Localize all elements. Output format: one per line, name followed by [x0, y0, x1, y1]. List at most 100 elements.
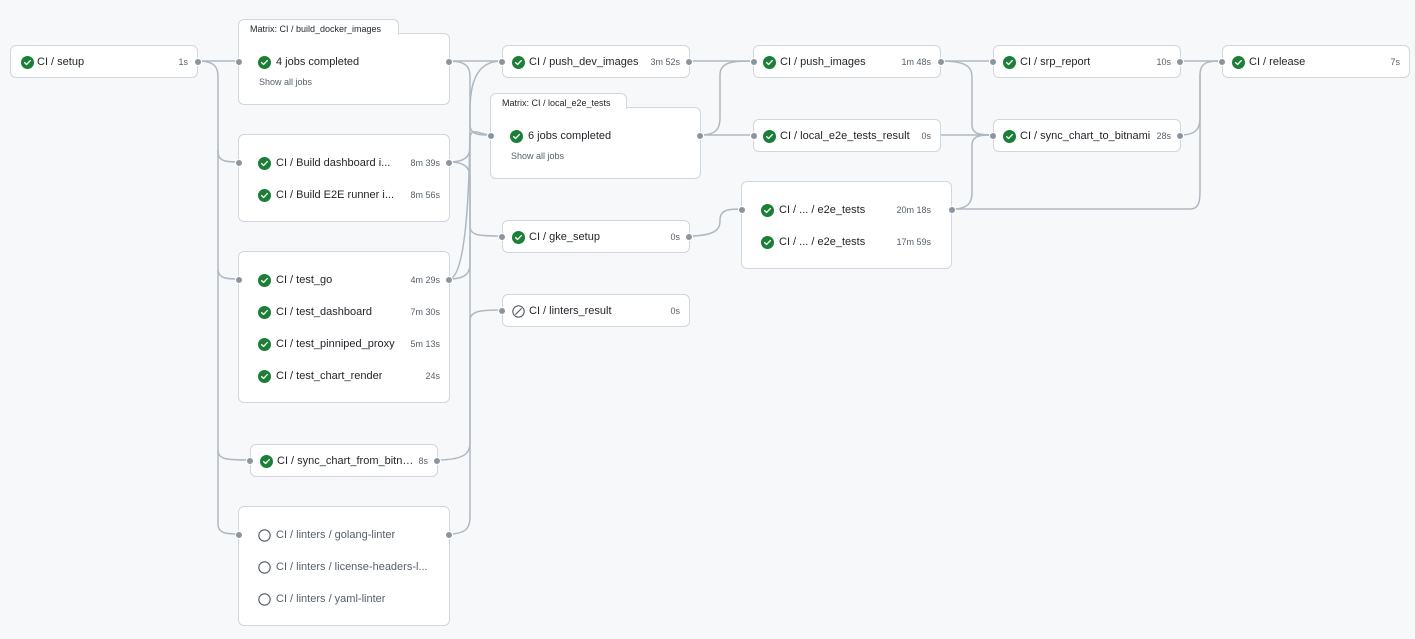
- job-duration: 1m 48s: [901, 57, 931, 67]
- group-linters: CI / linters / golang-linter CI / linter…: [238, 506, 450, 626]
- show-all-jobs-link[interactable]: Show all jobs: [511, 151, 565, 161]
- matrix-local-e2e-tests[interactable]: 6 jobs completed Show all jobs: [490, 107, 701, 179]
- check-circle-icon: [258, 55, 271, 69]
- job-test-dashboard[interactable]: CI / test_dashboard 7m 30s: [239, 302, 449, 322]
- check-circle-icon: [260, 454, 273, 468]
- connector-dot: [989, 132, 997, 140]
- connector-dot: [194, 58, 202, 66]
- connector-dot: [445, 159, 453, 167]
- matrix-summary: 6 jobs completed: [528, 130, 612, 142]
- check-circle-icon: [1003, 55, 1016, 69]
- job-name: CI / push_images: [780, 56, 866, 68]
- connector-dot: [750, 58, 758, 66]
- job-push-images[interactable]: CI / push_images 1m 48s: [753, 45, 941, 78]
- job-sync-chart-from-bitnami[interactable]: CI / sync_chart_from_bitna... 8s: [250, 444, 438, 477]
- job-release[interactable]: CI / release 7s: [1222, 45, 1410, 78]
- check-circle-icon: [258, 273, 271, 287]
- check-circle-icon: [1232, 55, 1245, 69]
- matrix-tab-build-docker-images: Matrix: CI / build_docker_images: [238, 19, 399, 35]
- job-name: CI / push_dev_images: [529, 56, 639, 68]
- connector-dot: [989, 58, 997, 66]
- job-name: CI / linters / yaml-linter: [276, 593, 386, 605]
- job-name: CI / srp_report: [1020, 56, 1091, 68]
- job-name: CI / Build E2E runner i...: [276, 189, 394, 201]
- job-linters-result[interactable]: CI / linters_result 0s: [502, 294, 690, 327]
- job-setup[interactable]: CI / setup 1s: [10, 45, 198, 78]
- job-duration: 24s: [425, 371, 440, 381]
- connector-dot: [750, 132, 758, 140]
- check-circle-icon: [763, 129, 776, 143]
- job-sync-chart-to-bitnami[interactable]: CI / sync_chart_to_bitnami 28s: [993, 119, 1181, 152]
- connector-dot: [1218, 58, 1226, 66]
- job-name: CI / ... / e2e_tests: [779, 236, 866, 248]
- job-duration: 17m 59s: [896, 237, 931, 247]
- job-gke-setup[interactable]: CI / gke_setup 0s: [502, 220, 690, 253]
- job-name: CI / test_pinniped_proxy: [276, 338, 395, 350]
- check-circle-icon: [763, 55, 776, 69]
- job-duration: 3m 52s: [650, 57, 680, 67]
- job-name: CI / test_go: [276, 274, 333, 286]
- connector-dot: [937, 58, 945, 66]
- check-circle-icon: [761, 203, 774, 217]
- group-tests: CI / test_go 4m 29s CI / test_dashboard …: [238, 251, 450, 403]
- connector-dot: [498, 58, 506, 66]
- job-duration: 8s: [418, 456, 428, 466]
- connector-dot: [1176, 58, 1184, 66]
- job-duration: 0s: [670, 306, 680, 316]
- job-test-chart-render[interactable]: CI / test_chart_render 24s: [239, 366, 449, 386]
- job-name: CI / sync_chart_from_bitna...: [277, 455, 417, 467]
- job-yaml-linter[interactable]: CI / linters / yaml-linter: [239, 589, 449, 609]
- job-duration: 8m 56s: [410, 190, 440, 200]
- connector-dot: [246, 457, 254, 465]
- job-name: CI / test_dashboard: [276, 306, 373, 318]
- job-duration: 5m 13s: [410, 339, 440, 349]
- job-duration: 0s: [921, 131, 931, 141]
- job-duration: 1s: [178, 57, 188, 67]
- job-push-dev-images[interactable]: CI / push_dev_images 3m 52s: [502, 45, 690, 78]
- job-e2e-tests-2[interactable]: CI / ... / e2e_tests 17m 59s: [742, 232, 951, 252]
- connector-dot: [433, 457, 441, 465]
- job-test-pinniped-proxy[interactable]: CI / test_pinniped_proxy 5m 13s: [239, 334, 449, 354]
- job-golang-linter[interactable]: CI / linters / golang-linter: [239, 525, 449, 545]
- job-build-e2e-runner[interactable]: CI / Build E2E runner i... 8m 56s: [239, 185, 449, 205]
- job-build-dashboard[interactable]: CI / Build dashboard i... 8m 39s: [239, 153, 449, 173]
- connector-dot: [685, 233, 693, 241]
- job-srp-report[interactable]: CI / srp_report 10s: [993, 45, 1181, 78]
- job-e2e-tests-1[interactable]: CI / ... / e2e_tests 20m 18s: [742, 200, 951, 220]
- check-circle-icon: [512, 230, 525, 244]
- connector-dot: [235, 276, 243, 284]
- job-name: CI / Build dashboard i...: [276, 157, 391, 169]
- check-circle-icon: [258, 188, 271, 202]
- connector-dot: [445, 276, 453, 284]
- pending-circle-icon: [258, 528, 271, 542]
- group-e2e-tests: CI / ... / e2e_tests 20m 18s CI / ... / …: [741, 181, 952, 269]
- job-name: CI / ... / e2e_tests: [779, 204, 866, 216]
- job-duration: 7m 30s: [410, 307, 440, 317]
- job-name: CI / linters / golang-linter: [276, 529, 396, 541]
- job-name: CI / test_chart_render: [276, 370, 383, 382]
- show-all-jobs-link[interactable]: Show all jobs: [259, 77, 313, 87]
- connector-dot: [696, 132, 704, 140]
- matrix-build-docker-images[interactable]: 4 jobs completed Show all jobs: [238, 33, 450, 105]
- job-local-e2e-tests-result[interactable]: CI / local_e2e_tests_result 0s: [753, 119, 941, 152]
- matrix-summary: 4 jobs completed: [276, 56, 360, 68]
- connector-dot: [235, 58, 243, 66]
- job-duration: 0s: [670, 232, 680, 242]
- job-name: CI / linters_result: [529, 305, 612, 317]
- job-duration: 8m 39s: [410, 158, 440, 168]
- job-duration: 28s: [1156, 131, 1171, 141]
- group-build-images: CI / Build dashboard i... 8m 39s CI / Bu…: [238, 134, 450, 222]
- job-test-go[interactable]: CI / test_go 4m 29s: [239, 270, 449, 290]
- job-license-headers-linter[interactable]: CI / linters / license-headers-l...: [239, 557, 449, 577]
- job-name: CI / release: [1249, 56, 1306, 68]
- check-circle-icon: [761, 235, 774, 249]
- connector-dot: [487, 132, 495, 140]
- check-circle-icon: [1003, 129, 1016, 143]
- job-name: CI / sync_chart_to_bitnami: [1020, 130, 1151, 142]
- pending-circle-icon: [258, 592, 271, 606]
- job-duration: 7s: [1390, 57, 1400, 67]
- job-duration: 20m 18s: [896, 205, 931, 215]
- check-circle-icon: [512, 55, 525, 69]
- connector-dot: [498, 307, 506, 315]
